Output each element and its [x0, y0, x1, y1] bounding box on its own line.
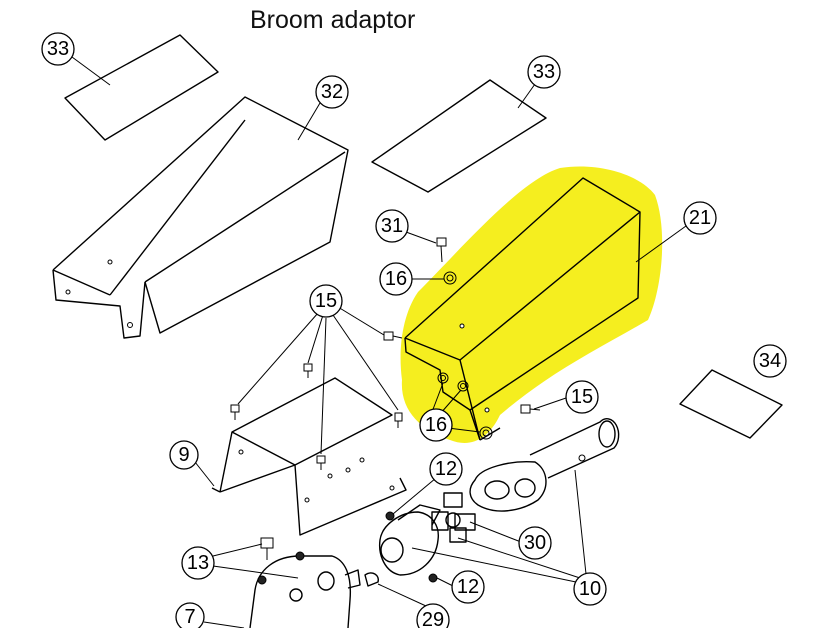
callout-12-top: 12 [429, 452, 463, 486]
callout-13: 13 [181, 546, 215, 580]
leader-lines [71, 56, 687, 629]
callout-16-top: 16 [379, 262, 413, 296]
callout-34: 34 [753, 344, 787, 378]
callout-33-right-label: 33 [533, 61, 555, 83]
callout-12-top-label: 12 [435, 458, 457, 480]
callout-32-label: 32 [321, 81, 343, 103]
callout-9-label: 9 [178, 444, 189, 466]
callout-7: 7 [175, 602, 205, 632]
callout-33-left: 33 [41, 32, 75, 66]
bolt-31 [436, 237, 447, 263]
callout-15-top-label: 15 [315, 290, 337, 312]
part-33-plate-right [371, 79, 547, 193]
highlight-part-21 [400, 166, 663, 443]
callout-33-right: 33 [527, 55, 561, 89]
callout-30-label: 30 [524, 532, 546, 554]
callout-31-label: 31 [381, 215, 403, 237]
callout-12-bottom: 12 [451, 570, 485, 604]
callout-13-label: 13 [187, 552, 209, 574]
callout-16-top-label: 16 [385, 268, 407, 290]
part-34-plate [679, 369, 783, 439]
part-30-cross [431, 492, 476, 543]
callout-29: 29 [416, 603, 450, 633]
bolt-13-group [260, 537, 274, 560]
callout-16-bottom: 16 [419, 408, 453, 442]
callout-15-right: 15 [565, 380, 599, 414]
callout-21: 21 [683, 201, 717, 235]
callout-7-label: 7 [184, 606, 195, 628]
callout-21-label: 21 [689, 207, 711, 229]
callout-29-label: 29 [422, 609, 444, 628]
callout-12-bottom-label: 12 [457, 576, 479, 598]
callout-33-left-label: 33 [47, 38, 69, 60]
nut-16-group [437, 271, 493, 440]
bolt-15-group [230, 331, 541, 470]
callout-10: 10 [573, 572, 607, 606]
diagram-title: Broom adaptor [250, 6, 416, 34]
callout-15-top: 15 [309, 284, 343, 318]
part-29-yoke [378, 504, 441, 583]
part-10-shaft [469, 418, 620, 512]
callout-10-label: 10 [579, 578, 601, 600]
part-32-cover [52, 96, 349, 339]
callout-15-right-label: 15 [571, 386, 593, 408]
callout-34-label: 34 [759, 350, 781, 372]
callout-31: 31 [375, 209, 409, 243]
part-7-gearbox [249, 551, 379, 629]
callout-16-bottom-label: 16 [425, 414, 447, 436]
part-9-bracket [211, 377, 407, 536]
callout-32: 32 [315, 75, 349, 109]
callout-30: 30 [518, 526, 552, 560]
callout-9: 9 [169, 440, 199, 470]
part-33-plate-left [64, 34, 219, 141]
